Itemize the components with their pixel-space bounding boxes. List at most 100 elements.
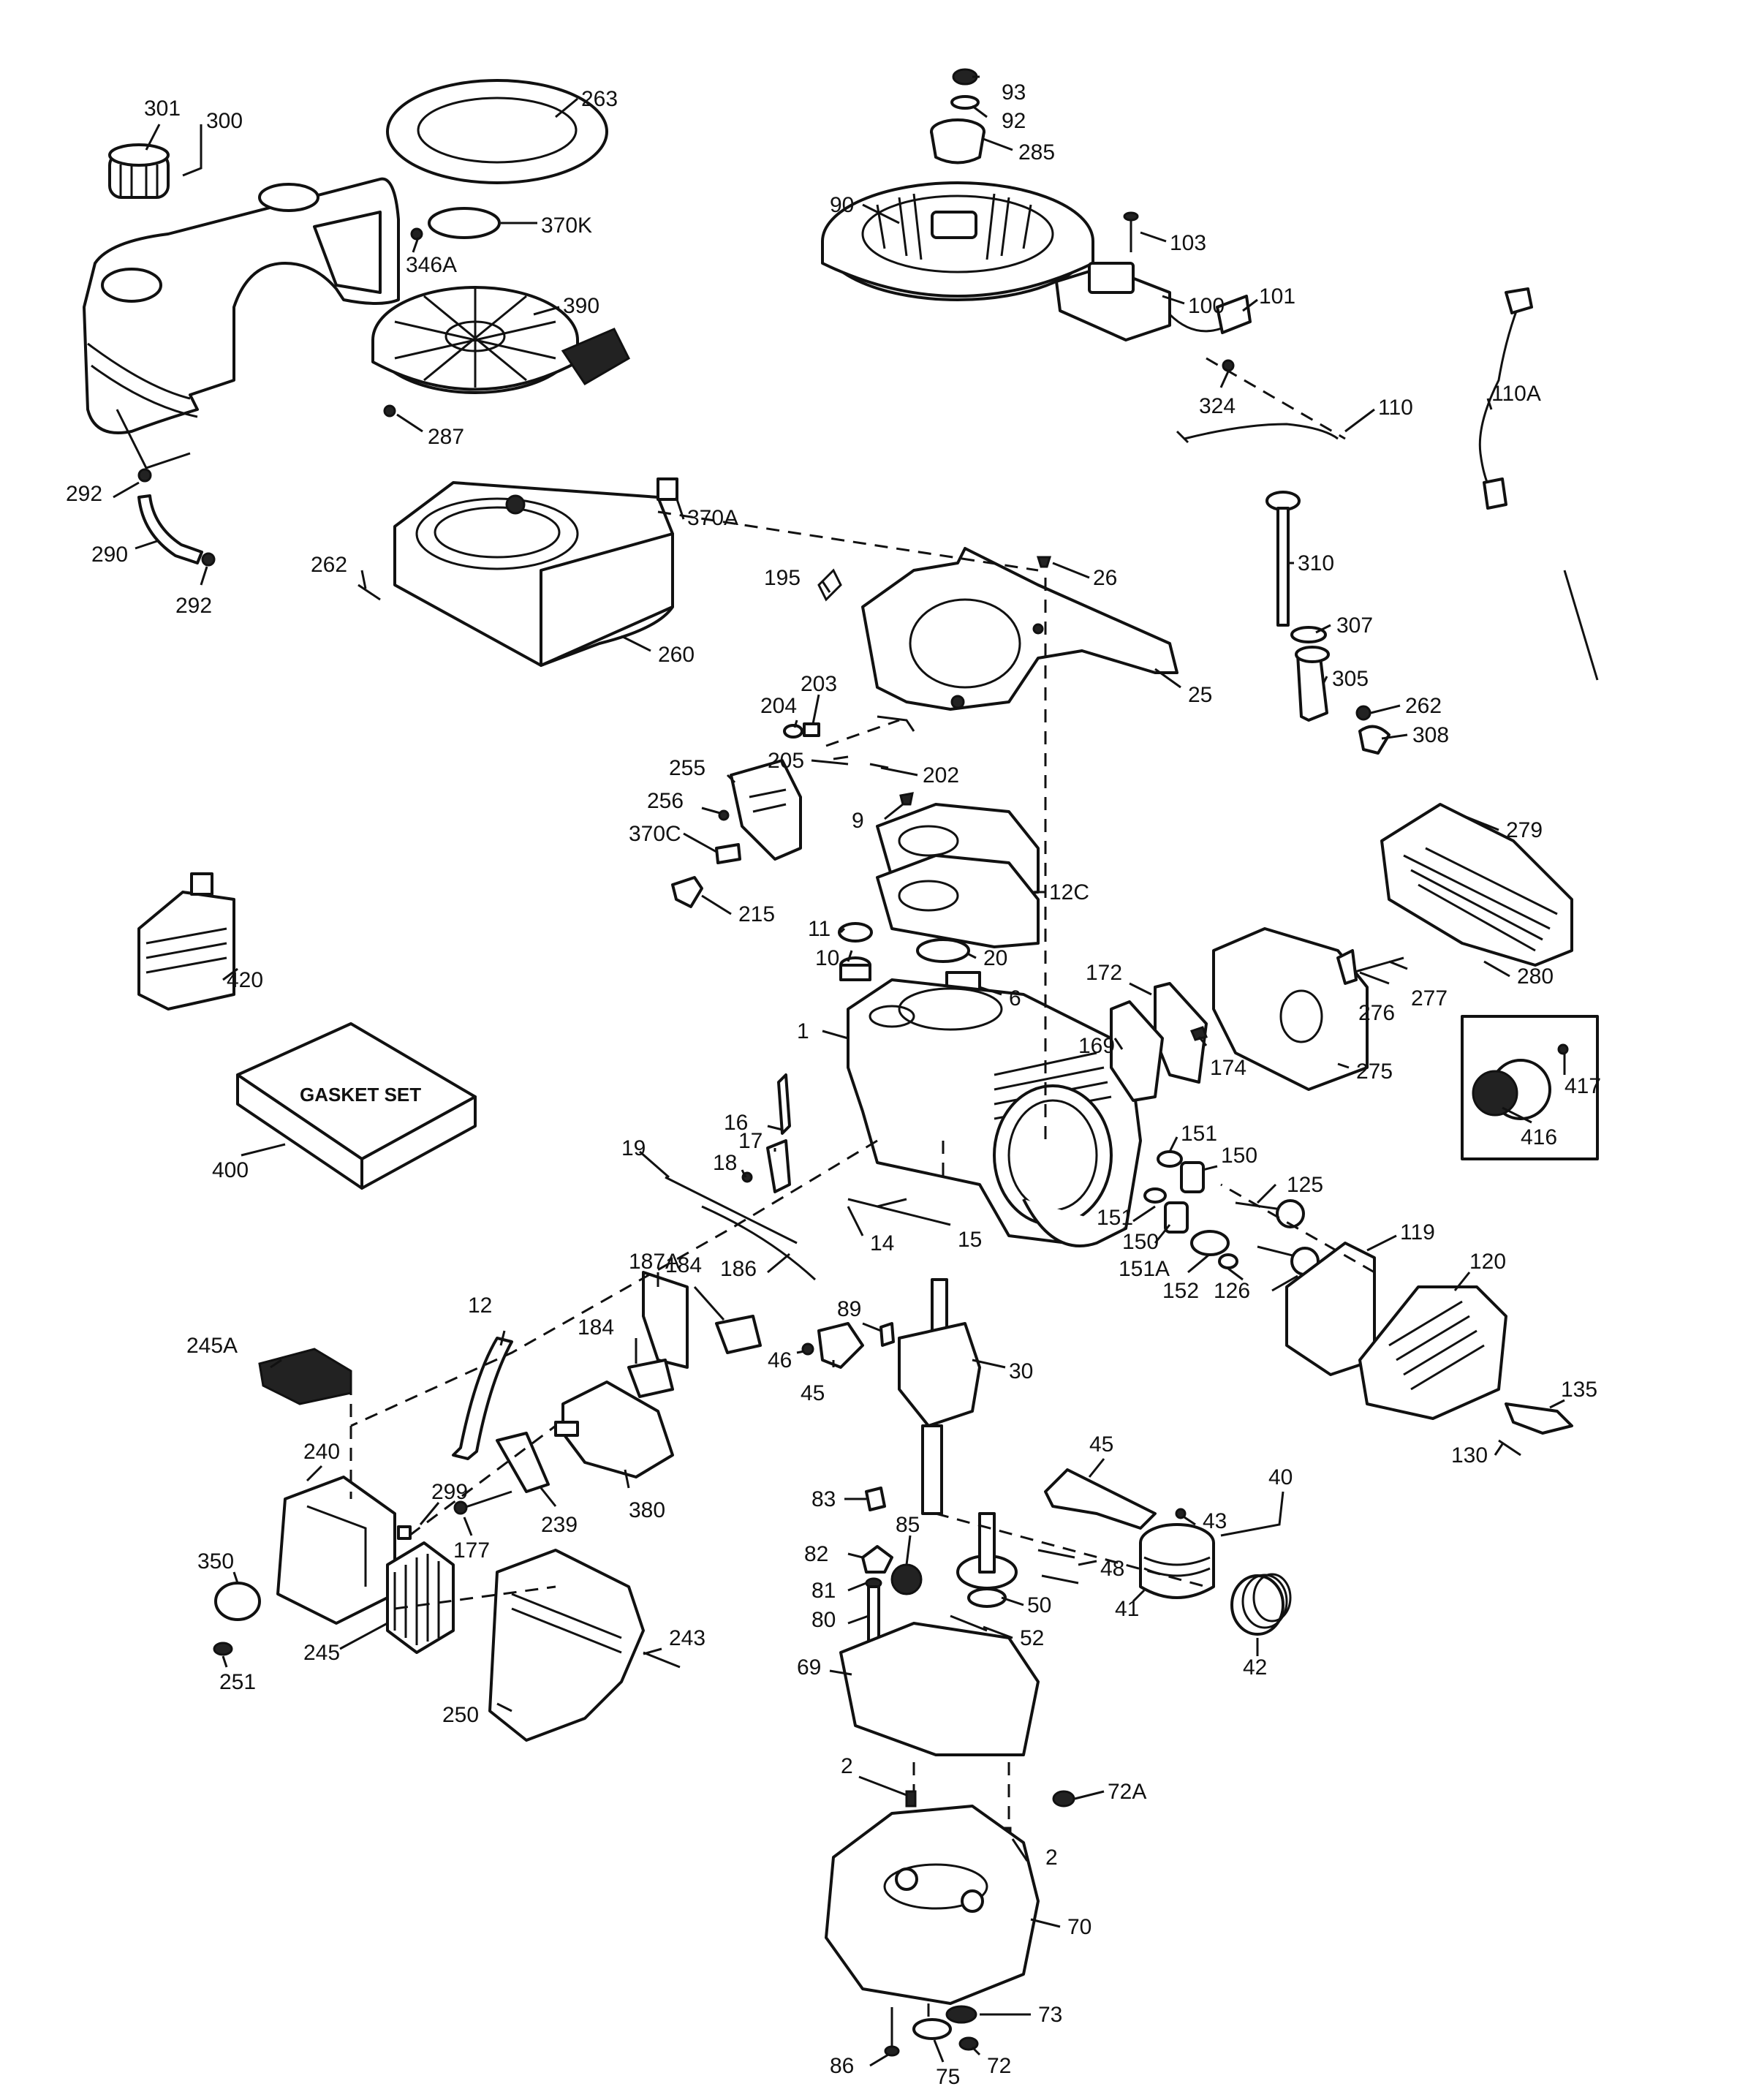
air-filter-foam-part [258,1348,352,1405]
callout-195: 195 [764,566,801,590]
callout-90: 90 [830,193,854,217]
callout-16: 16 [724,1111,748,1135]
callout-12C: 12C [1049,880,1089,904]
oil-sump-part [825,1805,1040,2005]
callout-125: 125 [1287,1173,1323,1197]
flywheel-nut-part [930,68,985,165]
seal-20-part [916,938,970,963]
nut-251-part [213,1642,233,1656]
fuel-tank-part [83,177,400,469]
screw-46-part [801,1342,814,1356]
callout-80: 80 [811,1608,836,1632]
callout-262-dipstick: 262 [1405,694,1442,718]
callout-301: 301 [144,97,181,121]
callout-40: 40 [1268,1465,1293,1489]
callout-370A: 370A [687,506,738,530]
callout-256: 256 [647,789,684,813]
muffler-screw-part [1352,956,1404,974]
callout-1: 1 [797,1019,809,1043]
callout-93: 93 [1002,80,1026,105]
callout-177: 177 [453,1538,490,1563]
callout-370K: 370K [541,214,592,238]
callout-19: 19 [621,1136,646,1160]
decal-370k-part [428,207,501,239]
callout-46: 46 [768,1348,792,1372]
callout-135: 135 [1561,1378,1597,1402]
callout-350: 350 [197,1549,234,1574]
callout-11: 11 [808,917,831,941]
leader-lines [113,75,1566,2067]
callout-42: 42 [1243,1655,1267,1680]
callout-390: 390 [563,294,599,318]
muffler-part [1212,927,1369,1091]
callout-245A: 245A [186,1334,238,1358]
callout-263: 263 [581,87,618,111]
callout-150-bottom: 150 [1122,1230,1159,1254]
crankshaft-part [898,1278,981,1515]
callout-20: 20 [983,946,1007,970]
spark-plug-part [1505,1402,1573,1435]
screw-103-part [1123,211,1139,252]
governor-rod-part [665,1176,798,1244]
callout-85: 85 [896,1513,920,1537]
callout-101: 101 [1259,284,1295,309]
guide-line [825,719,900,747]
governor-lever-part [777,1073,791,1135]
callout-130: 130 [1451,1443,1488,1468]
callout-307: 307 [1336,613,1373,638]
callout-346A: 346A [406,253,457,277]
callout-2-left: 2 [841,1754,853,1778]
callout-420: 420 [227,968,263,992]
callout-10: 10 [815,946,839,970]
callout-69: 69 [797,1655,821,1680]
callout-9: 9 [852,809,864,833]
part-299 [397,1525,412,1540]
screw-262-part [357,583,381,601]
stop-wire-part [1478,299,1522,498]
cylinder-block-part [847,978,1142,1247]
callout-204: 204 [760,694,797,718]
callout-169: 169 [1078,1034,1115,1058]
callout-205: 205 [768,749,804,773]
callout-417: 417 [1565,1074,1601,1098]
callout-152: 152 [1162,1279,1199,1303]
callout-43: 43 [1203,1509,1227,1533]
callout-70: 70 [1067,1915,1091,1939]
piston-rings-part [1230,1573,1292,1636]
connecting-rod-part [1044,1468,1157,1530]
guide-line [1206,357,1346,440]
callout-75: 75 [936,2065,960,2089]
valve-train-parts [1143,1150,1320,1276]
spark-arrester-box [1461,1015,1599,1160]
callout-100: 100 [1188,294,1225,318]
callout-239: 239 [541,1513,578,1537]
screw-26-part [1036,556,1052,568]
callout-14: 14 [870,1231,894,1255]
clamp-45-part [817,1322,864,1369]
callout-151-top: 151 [1181,1122,1217,1146]
camshaft-part [956,1512,1018,1608]
callout-292-top: 292 [66,482,102,506]
callout-292-bottom: 292 [175,594,212,618]
governor-spring-part [847,1198,907,1208]
callout-86: 86 [830,2054,854,2078]
dipstick-part [1265,491,1391,755]
callout-15: 15 [958,1228,982,1252]
callout-262-housing: 262 [311,553,347,577]
callout-240: 240 [303,1440,340,1464]
bolt-86-part [884,2007,900,2057]
callout-275: 275 [1356,1060,1393,1084]
callout-72A: 72A [1108,1780,1146,1804]
nut-72-part [958,2036,979,2051]
callout-83: 83 [811,1487,836,1511]
carburetor-gasket-184a-part [715,1315,762,1354]
callout-18: 18 [713,1151,737,1175]
callout-26: 26 [1093,566,1117,590]
piston-part [1139,1523,1215,1599]
blower-base-plate-part [861,547,1178,711]
callout-276: 276 [1358,1001,1395,1025]
callout-280: 280 [1517,964,1554,989]
callout-151-bottom: 151 [1097,1206,1133,1230]
guide-line [1220,1183,1375,1274]
